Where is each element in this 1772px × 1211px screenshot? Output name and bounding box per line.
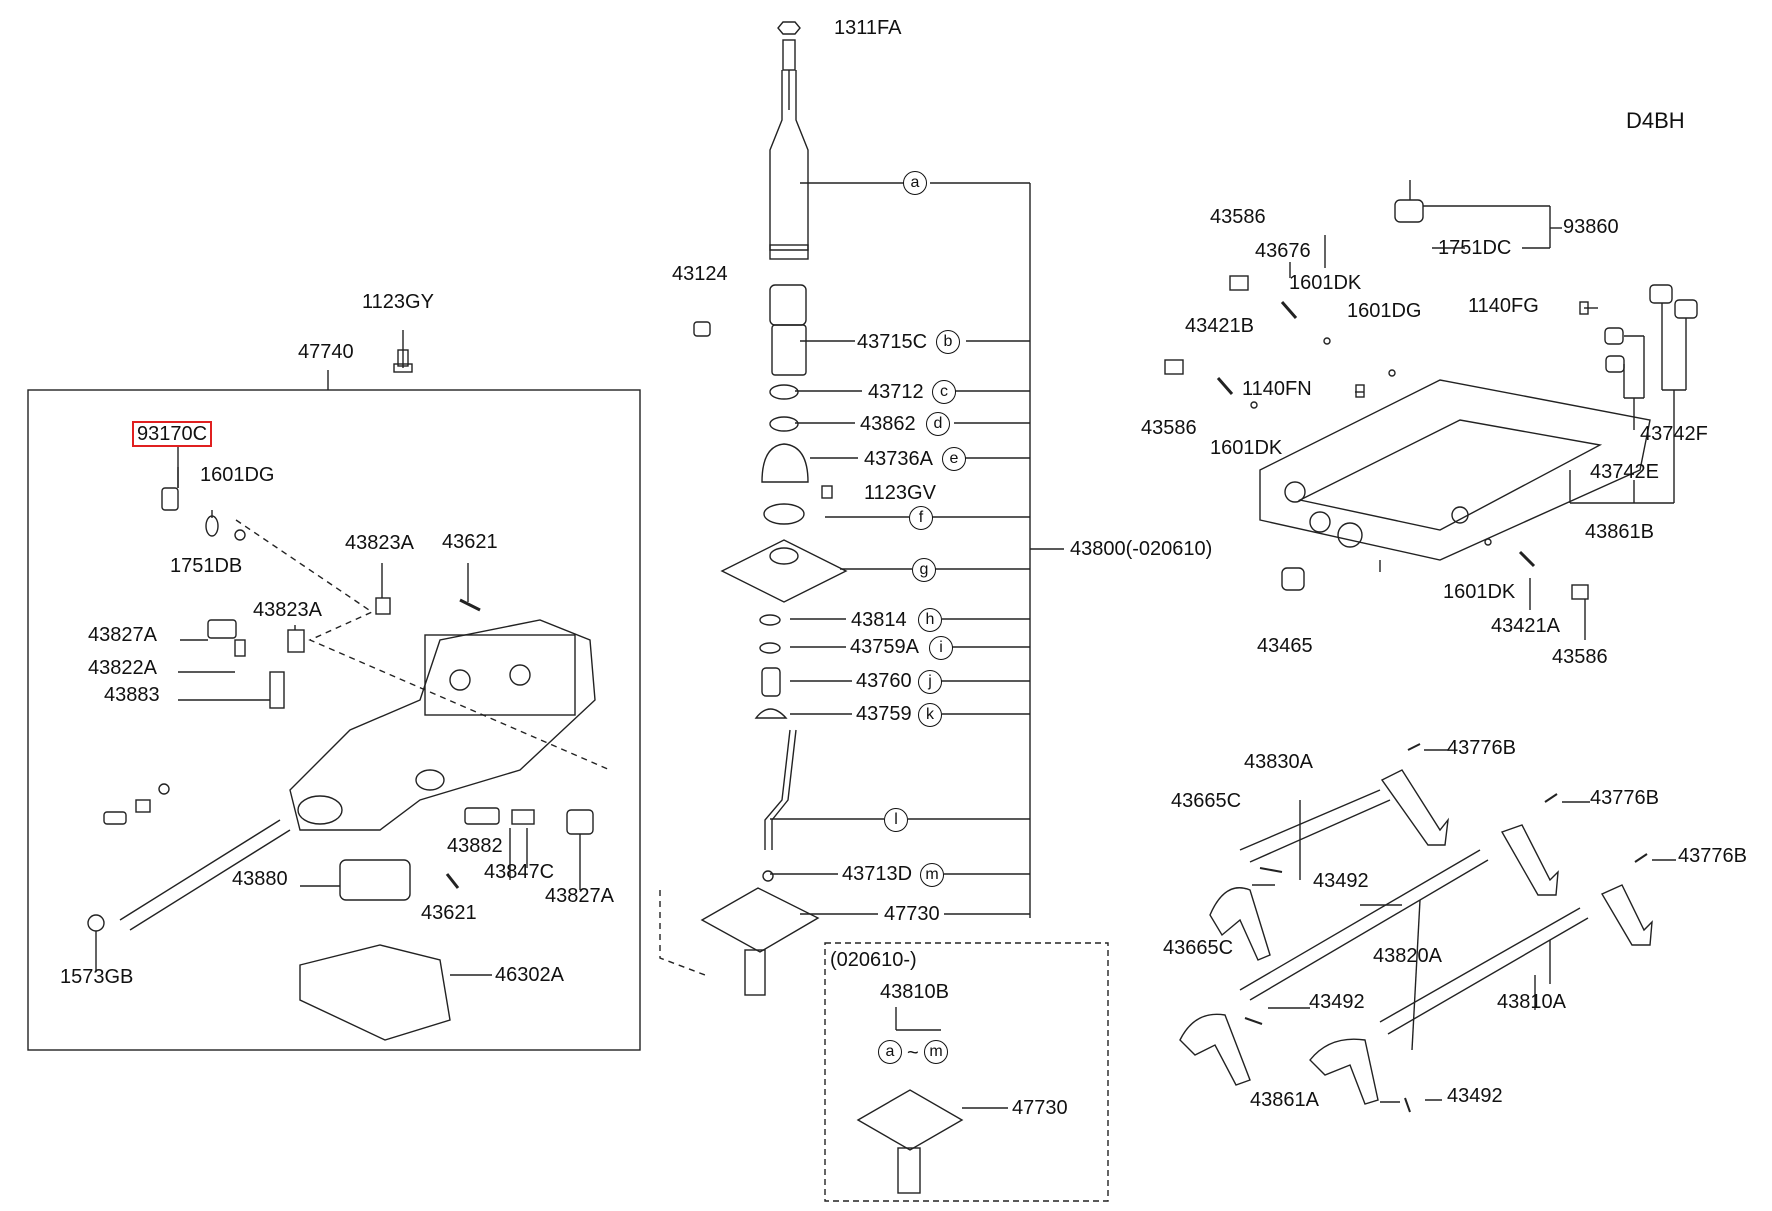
- part-label-1601dk-mid[interactable]: 1601DK: [1210, 437, 1283, 459]
- part-label-1751dc[interactable]: 1751DC: [1438, 237, 1512, 259]
- model-code: D4BH: [1626, 108, 1685, 133]
- part-label-43822a[interactable]: 43822A: [88, 657, 157, 679]
- part-label-47740[interactable]: 47740: [298, 341, 354, 363]
- part-label-43883[interactable]: 43883: [104, 684, 160, 706]
- part-label-1601dk-top[interactable]: 1601DK: [1289, 272, 1362, 294]
- range-tilde: ~: [907, 1042, 919, 1064]
- housing-group-frame: [27, 389, 641, 1051]
- part-label-43776b-b[interactable]: 43776B: [1590, 787, 1659, 809]
- shift-rails: [1179, 743, 1653, 1113]
- part-label-1751db[interactable]: 1751DB: [170, 555, 243, 577]
- part-label-43827a[interactable]: 43827A: [88, 624, 157, 646]
- part-label-1601dk-low[interactable]: 1601DK: [1443, 581, 1516, 603]
- part-label-1140fg[interactable]: 1140FG: [1468, 295, 1539, 317]
- part-label-43820a[interactable]: 43820A: [1373, 945, 1442, 967]
- callout-k[interactable]: k: [918, 703, 942, 727]
- part-label-43776b-c[interactable]: 43776B: [1678, 845, 1747, 867]
- part-label-43800[interactable]: 43800(-020610): [1070, 538, 1213, 560]
- part-label-1140fn[interactable]: 1140FN: [1242, 378, 1312, 400]
- part-label-43586-bottom[interactable]: 43586: [1552, 646, 1608, 668]
- part-label-43847c[interactable]: 43847C: [484, 861, 555, 883]
- part-label-43492[interactable]: 43492: [1313, 870, 1369, 892]
- variant-note-020610: (020610-): [830, 949, 917, 971]
- part-label-43676[interactable]: 43676: [1255, 240, 1311, 262]
- callout-e[interactable]: e: [942, 447, 966, 471]
- shift-housing: [289, 619, 596, 831]
- part-label-43492-mid[interactable]: 43492: [1309, 991, 1365, 1013]
- callout-m[interactable]: m: [920, 863, 944, 887]
- bolt-1123gy: [393, 349, 413, 373]
- callout-c[interactable]: c: [932, 380, 956, 404]
- part-label-43665c[interactable]: 43665C: [1171, 790, 1242, 812]
- part-label-43665c-lower[interactable]: 43665C: [1163, 937, 1234, 959]
- part-label-93860[interactable]: 93860: [1563, 216, 1619, 238]
- callout-a-range-start[interactable]: a: [878, 1040, 902, 1064]
- part-label-43861b[interactable]: 43861B: [1585, 521, 1654, 543]
- part-label-43827a-right[interactable]: 43827A: [545, 885, 614, 907]
- part-label-43124[interactable]: 43124: [672, 263, 728, 285]
- part-label-43759a[interactable]: 43759A: [850, 636, 919, 658]
- callout-g[interactable]: g: [912, 558, 936, 582]
- part-label-43742f[interactable]: 43742F: [1640, 423, 1708, 445]
- part-label-43776b-a[interactable]: 43776B: [1447, 737, 1516, 759]
- part-label-43715c[interactable]: 43715C: [857, 331, 928, 353]
- part-label-1123gy[interactable]: 1123GY: [362, 291, 434, 313]
- part-label-43421b[interactable]: 43421B: [1185, 315, 1254, 337]
- shift-lever: [769, 21, 809, 376]
- callout-d[interactable]: d: [926, 412, 950, 436]
- part-label-1123gv[interactable]: 1123GV: [864, 482, 936, 504]
- part-label-43465[interactable]: 43465: [1257, 635, 1313, 657]
- part-label-1311fa[interactable]: 1311FA: [834, 17, 902, 39]
- part-label-43814[interactable]: 43814: [851, 609, 907, 631]
- callout-b[interactable]: b: [936, 330, 960, 354]
- part-label-43713d[interactable]: 43713D: [842, 863, 913, 885]
- callout-l[interactable]: l: [884, 808, 908, 832]
- part-label-1601dg-right[interactable]: 1601DG: [1347, 300, 1422, 322]
- part-label-43736a[interactable]: 43736A: [864, 448, 933, 470]
- part-label-43742e[interactable]: 43742E: [1590, 461, 1659, 483]
- part-label-43861a[interactable]: 43861A: [1250, 1089, 1319, 1111]
- part-label-43759[interactable]: 43759: [856, 703, 912, 725]
- part-label-43823a-lower[interactable]: 43823A: [253, 599, 322, 621]
- callout-m-range-end[interactable]: m: [924, 1040, 948, 1064]
- part-label-47730-alt[interactable]: 47730: [1012, 1097, 1068, 1119]
- part-label-43621-lower[interactable]: 43621: [421, 902, 477, 924]
- part-label-43712[interactable]: 43712: [868, 381, 924, 403]
- part-label-43880[interactable]: 43880: [232, 868, 288, 890]
- callout-j[interactable]: j: [918, 670, 942, 694]
- part-label-43862[interactable]: 43862: [860, 413, 916, 435]
- part-label-43760[interactable]: 43760: [856, 670, 912, 692]
- part-label-43830a[interactable]: 43830A: [1244, 751, 1313, 773]
- callout-i[interactable]: i: [929, 636, 953, 660]
- part-label-43810b[interactable]: 43810B: [880, 981, 949, 1003]
- part-label-93170c-highlighted[interactable]: 93170C: [132, 421, 213, 447]
- part-label-43586-top[interactable]: 43586: [1210, 206, 1266, 228]
- part-label-43882[interactable]: 43882: [447, 835, 503, 857]
- part-label-43586-left[interactable]: 43586: [1141, 417, 1197, 439]
- part-label-43810a[interactable]: 43810A: [1497, 991, 1566, 1013]
- part-label-46302a[interactable]: 46302A: [495, 964, 564, 986]
- part-label-47730[interactable]: 47730: [884, 903, 940, 925]
- top-cover: [1259, 379, 1651, 561]
- part-label-43492-bottom[interactable]: 43492: [1447, 1085, 1503, 1107]
- part-label-1601dg[interactable]: 1601DG: [200, 464, 275, 486]
- callout-a[interactable]: a: [903, 171, 927, 195]
- callout-h[interactable]: h: [918, 608, 942, 632]
- callout-f[interactable]: f: [909, 506, 933, 530]
- part-label-43421a[interactable]: 43421A: [1491, 615, 1560, 637]
- part-label-1573gb[interactable]: 1573GB: [60, 966, 134, 988]
- part-label-43823a[interactable]: 43823A: [345, 532, 414, 554]
- part-label-43621[interactable]: 43621: [442, 531, 498, 553]
